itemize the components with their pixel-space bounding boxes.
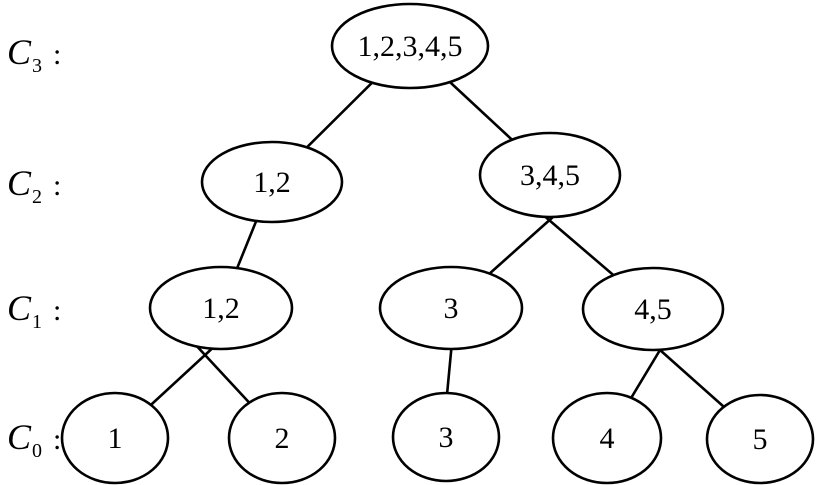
node-c3-12345: [330, 2, 490, 90]
node-label-c1-12: 1,2: [202, 292, 240, 325]
node-c1-12: [148, 265, 294, 351]
level-colon: :: [53, 423, 62, 456]
node-label-c0-5: 5: [753, 423, 768, 456]
node-c1-3: [378, 265, 524, 351]
level-colon: :: [53, 169, 62, 202]
node-c0-4: [551, 391, 663, 485]
node-c0-2: [227, 391, 337, 485]
node-c1-45: [581, 266, 725, 352]
level-label-c2: C2:: [7, 160, 61, 220]
level-symbol: C: [7, 288, 32, 328]
node-c2-12: [200, 140, 344, 224]
node-label-c0-2: 2: [275, 422, 290, 455]
level-label-c3: C3:: [7, 29, 61, 89]
level-label-c0: C0:: [7, 414, 61, 474]
level-symbol: C: [7, 163, 32, 203]
level-subscript: 2: [32, 186, 43, 208]
node-label-c2-345: 3,4,5: [520, 159, 580, 192]
level-symbol: C: [7, 417, 32, 457]
node-label-c1-45: 4,5: [634, 293, 672, 326]
node-label-c0-1: 1: [108, 422, 123, 455]
node-label-c0-3: 3: [439, 421, 454, 454]
level-subscript: 0: [32, 440, 43, 462]
level-symbol: C: [7, 32, 32, 72]
node-label-c0-4: 4: [600, 422, 615, 455]
node-c0-1: [60, 391, 170, 485]
node-label-c2-12: 1,2: [253, 166, 291, 199]
node-label-c3-12345: 1,2,3,4,5: [358, 30, 463, 63]
node-c0-3: [391, 391, 501, 483]
node-label-c1-3: 3: [444, 292, 459, 325]
level-colon: :: [53, 294, 62, 327]
level-subscript: 1: [32, 311, 43, 333]
level-label-c1: C1:: [7, 285, 61, 345]
level-subscript: 3: [32, 55, 43, 77]
node-c2-345: [478, 131, 622, 219]
level-colon: :: [53, 38, 62, 71]
node-c0-5: [705, 393, 815, 485]
